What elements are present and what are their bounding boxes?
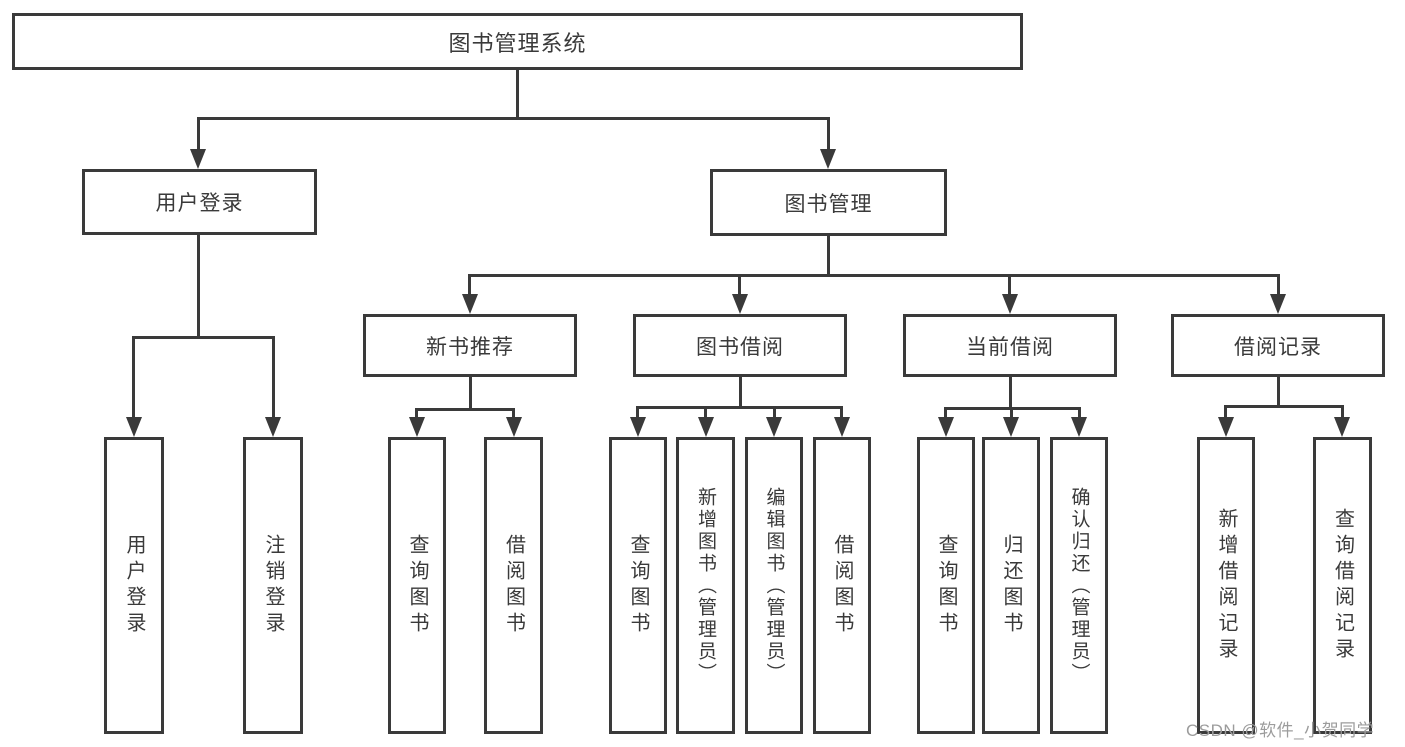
connector-line bbox=[197, 235, 200, 339]
leaf-label: 编辑图书（管理员） bbox=[763, 486, 785, 685]
arrow-down-icon bbox=[834, 417, 850, 437]
connector-line bbox=[1009, 377, 1012, 410]
arrow-down-icon bbox=[1270, 294, 1286, 314]
leaf-return-books: 归还图书 bbox=[982, 437, 1040, 734]
connector-line bbox=[704, 406, 707, 417]
connector-line bbox=[738, 274, 741, 296]
leaf-query-books-current: 查询图书 bbox=[917, 437, 975, 734]
arrow-down-icon bbox=[506, 417, 522, 437]
connector-line bbox=[944, 407, 947, 417]
connector-line bbox=[1224, 405, 1344, 408]
connector-line bbox=[197, 117, 830, 120]
arrow-down-icon bbox=[766, 417, 782, 437]
connector-line bbox=[739, 377, 742, 409]
arrow-down-icon bbox=[1071, 417, 1087, 437]
leaf-label: 归还图书 bbox=[1000, 533, 1022, 638]
connector-line bbox=[197, 117, 200, 150]
leaf-label: 新增图书（管理员） bbox=[695, 486, 716, 685]
leaf-logout: 注销登录 bbox=[243, 437, 303, 734]
connector-line bbox=[132, 336, 135, 417]
connector-line bbox=[415, 408, 515, 411]
connector-line bbox=[272, 336, 275, 417]
leaf-query-borrow-record: 查询借阅记录 bbox=[1313, 437, 1372, 734]
arrow-down-icon bbox=[1003, 417, 1019, 437]
leaf-label: 借阅图书 bbox=[831, 533, 853, 638]
connector-line bbox=[469, 377, 472, 411]
csdn-watermark: CSDN @软件_小贺同学 bbox=[1186, 721, 1375, 740]
connector-line bbox=[1010, 407, 1013, 417]
connector-line bbox=[827, 117, 830, 150]
connector-line bbox=[468, 274, 471, 296]
leaf-borrow-books: 借阅图书 bbox=[813, 437, 871, 734]
leaf-borrow-books-recommend: 借阅图书 bbox=[484, 437, 543, 734]
leaf-confirm-return-admin: 确认归还（管理员） bbox=[1050, 437, 1108, 734]
connector-line bbox=[1008, 274, 1011, 296]
leaf-label: 查询图书 bbox=[406, 533, 428, 638]
node-book-management: 图书管理 bbox=[710, 169, 947, 236]
connector-line bbox=[827, 236, 830, 277]
leaf-add-borrow-record: 新增借阅记录 bbox=[1197, 437, 1255, 734]
connector-line bbox=[1341, 405, 1344, 417]
arrow-down-icon bbox=[126, 417, 142, 437]
node-user-login: 用户登录 bbox=[82, 169, 317, 235]
arrow-down-icon bbox=[190, 149, 206, 169]
arrow-down-icon bbox=[1218, 417, 1234, 437]
arrow-down-icon bbox=[698, 417, 714, 437]
leaf-user-login: 用户登录 bbox=[104, 437, 164, 734]
connector-line bbox=[512, 408, 515, 417]
arrow-down-icon bbox=[732, 294, 748, 314]
leaf-add-books-admin: 新增图书（管理员） bbox=[676, 437, 735, 734]
connector-line bbox=[468, 274, 1280, 277]
arrow-down-icon bbox=[630, 417, 646, 437]
leaf-label: 注销登录 bbox=[262, 533, 284, 638]
leaf-label: 查询图书 bbox=[627, 533, 649, 638]
node-new-book-recommend: 新书推荐 bbox=[363, 314, 577, 377]
arrow-down-icon bbox=[938, 417, 954, 437]
leaf-edit-books-admin: 编辑图书（管理员） bbox=[745, 437, 803, 734]
node-current-borrow: 当前借阅 bbox=[903, 314, 1117, 377]
node-borrow-records: 借阅记录 bbox=[1171, 314, 1385, 377]
connector-line bbox=[636, 406, 843, 409]
arrow-down-icon bbox=[265, 417, 281, 437]
arrow-down-icon bbox=[462, 294, 478, 314]
leaf-label: 用户登录 bbox=[123, 533, 145, 638]
leaf-query-books-borrow: 查询图书 bbox=[609, 437, 667, 734]
leaf-label: 借阅图书 bbox=[502, 533, 525, 638]
connector-line bbox=[636, 406, 639, 417]
connector-line bbox=[1078, 407, 1081, 417]
connector-line bbox=[1277, 274, 1280, 296]
node-root-library-system: 图书管理系统 bbox=[12, 13, 1023, 70]
leaf-label: 查询图书 bbox=[935, 533, 957, 638]
leaf-query-books-recommend: 查询图书 bbox=[388, 437, 446, 734]
leaf-label: 新增借阅记录 bbox=[1215, 507, 1237, 664]
connector-line bbox=[415, 408, 418, 417]
connector-line bbox=[1277, 377, 1280, 408]
connector-line bbox=[1224, 405, 1227, 417]
connector-line bbox=[840, 406, 843, 417]
connector-line bbox=[516, 70, 519, 118]
leaf-label: 查询借阅记录 bbox=[1331, 507, 1354, 664]
arrow-down-icon bbox=[409, 417, 425, 437]
arrow-down-icon bbox=[1334, 417, 1350, 437]
arrow-down-icon bbox=[1002, 294, 1018, 314]
node-book-borrow: 图书借阅 bbox=[633, 314, 847, 377]
connector-line bbox=[132, 336, 275, 339]
leaf-label: 确认归还（管理员） bbox=[1068, 486, 1090, 685]
connector-line bbox=[773, 406, 776, 417]
arrow-down-icon bbox=[820, 149, 836, 169]
